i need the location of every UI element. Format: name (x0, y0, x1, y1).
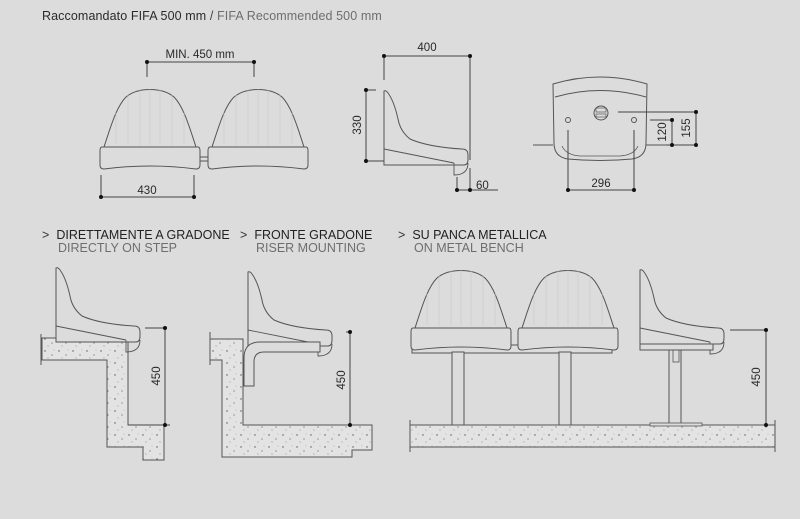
lip-dimension: 60 (476, 180, 489, 192)
spacing-dimension: MIN. 450 mm (165, 49, 234, 61)
chevron-right-icon: > (42, 228, 50, 242)
label-plate-icon (593, 105, 609, 121)
total-offset-dimension: 155 (681, 118, 693, 137)
drawing-metal-bench: 450 (409, 269, 776, 452)
side-view: 400 330 60 (352, 42, 498, 192)
title-english: FIFA Recommended 500 mm (217, 9, 382, 23)
section-label-en: RISER MOUNTING (256, 241, 366, 255)
bottom-view: 296 120 155 (533, 76, 698, 192)
page-title: Raccomandato FIFA 500 mm / FIFA Recommen… (42, 9, 382, 23)
section-label-en: ON METAL BENCH (414, 241, 524, 255)
hole-offset-dimension: 120 (657, 122, 669, 141)
section-label-it: SU PANCA METALLICA (412, 228, 547, 242)
drawing-riser-mounting: 450 (209, 271, 373, 458)
section-label-en: DIRECTLY ON STEP (58, 241, 178, 255)
front-view: MIN. 450 mm 430 (99, 49, 309, 199)
chevron-right-icon: > (398, 228, 406, 242)
section-riser-mounting: > FRONTE GRADONE RISER MOUNTING (240, 229, 372, 255)
mount-height-dimension: 450 (751, 367, 763, 386)
depth-dimension: 400 (417, 42, 436, 54)
section-direct-on-step: > DIRETTAMENTE A GRADONE DIRECTLY ON STEP (42, 229, 230, 255)
height-dimension: 330 (352, 115, 364, 134)
mount-height-dimension: 450 (336, 370, 348, 389)
section-label-it: FRONTE GRADONE (254, 228, 373, 242)
section-metal-bench: > SU PANCA METALLICA ON METAL BENCH (398, 229, 547, 255)
hole-spacing-dimension: 296 (591, 178, 610, 190)
chevron-right-icon: > (240, 228, 248, 242)
width-dimension: 430 (137, 185, 156, 197)
title-separator: / (209, 9, 214, 23)
mount-height-dimension: 450 (151, 366, 163, 385)
section-label-it: DIRETTAMENTE A GRADONE (56, 228, 230, 242)
title-italian: Raccomandato FIFA 500 mm (42, 9, 207, 23)
drawing-direct-on-step: 450 (40, 267, 170, 461)
